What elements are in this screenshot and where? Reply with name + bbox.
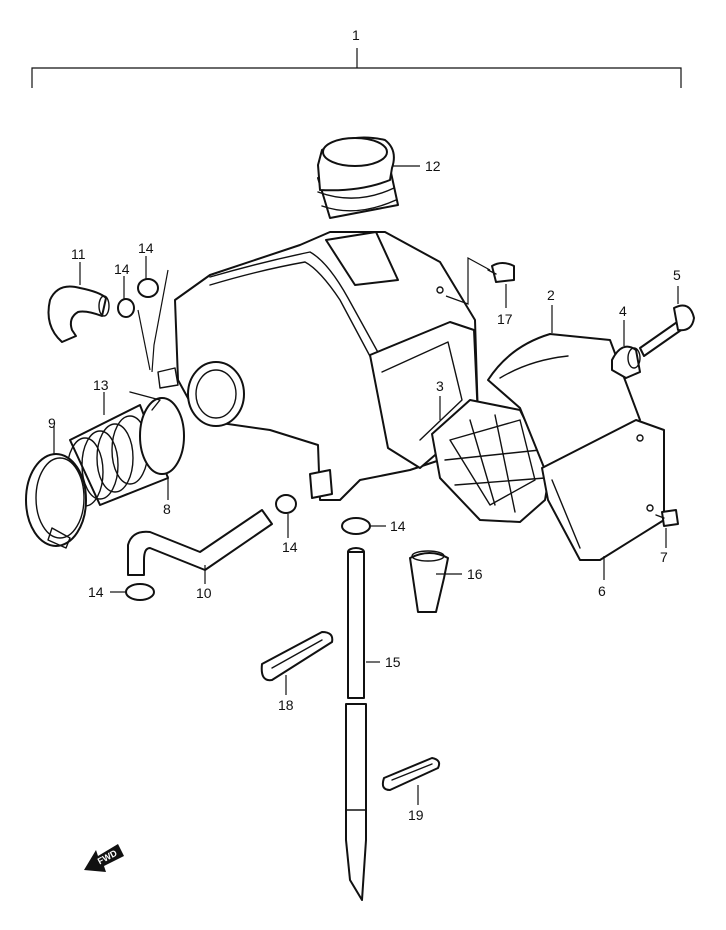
- part-4-grommet: [611, 345, 641, 379]
- callout-8: 8: [163, 501, 171, 517]
- part-14-clamp-3: [275, 494, 297, 514]
- part-14-clamp-1: [137, 278, 159, 298]
- part-5-bolt: [639, 304, 695, 357]
- part-15-drain-tube: [345, 547, 367, 901]
- part-12-intake-boot: [317, 136, 399, 219]
- part-14-clamp-5: [125, 583, 155, 601]
- part-8-clamp: [129, 391, 185, 475]
- callout-1: 1: [352, 27, 360, 43]
- callout-4: 4: [619, 303, 627, 319]
- part-19-holder: [381, 757, 441, 791]
- callout-14-b: 14: [114, 261, 130, 277]
- callout-10: 10: [196, 585, 212, 601]
- part-6-cap: [541, 419, 665, 561]
- fwd-arrow-icon: FWD: [84, 844, 124, 872]
- callout-19: 19: [408, 807, 424, 823]
- callout-labels: 1 2 3 4 5 6 7 8 9 10 11 12 13 14 14 14 1…: [48, 27, 681, 823]
- callout-13: 13: [93, 377, 109, 393]
- callout-14-c: 14: [282, 539, 298, 555]
- leader-lines: [53, 165, 679, 805]
- callout-14-a: 14: [138, 240, 154, 256]
- callout-15: 15: [385, 654, 401, 670]
- callout-14-d: 14: [390, 518, 406, 534]
- callout-16: 16: [467, 566, 483, 582]
- part-18-holder: [260, 631, 334, 682]
- assembly-bracket: [31, 48, 682, 88]
- callout-9: 9: [48, 415, 56, 431]
- part-16-drain-plug: [409, 550, 449, 613]
- callout-11: 11: [71, 246, 86, 262]
- callout-2: 2: [547, 287, 555, 303]
- callout-3: 3: [436, 378, 444, 394]
- part-9-clamp: [25, 453, 87, 549]
- part-14-clamp-2: [117, 298, 135, 318]
- part-10-hose: [127, 509, 273, 576]
- callout-17: 17: [497, 311, 513, 327]
- callout-6: 6: [598, 583, 606, 599]
- part-1-air-cleaner-case: [157, 231, 479, 501]
- callout-5: 5: [673, 267, 681, 283]
- part-11-hose: [47, 285, 110, 343]
- callout-12: 12: [425, 158, 441, 174]
- part-14-clamp-4: [341, 517, 371, 535]
- callout-18: 18: [278, 697, 294, 713]
- part-3-filter-frame: [431, 399, 551, 523]
- callout-7: 7: [660, 549, 668, 565]
- part-7-screw: [655, 509, 679, 527]
- part-17-screw: [487, 262, 515, 283]
- callout-14-e: 14: [88, 584, 104, 600]
